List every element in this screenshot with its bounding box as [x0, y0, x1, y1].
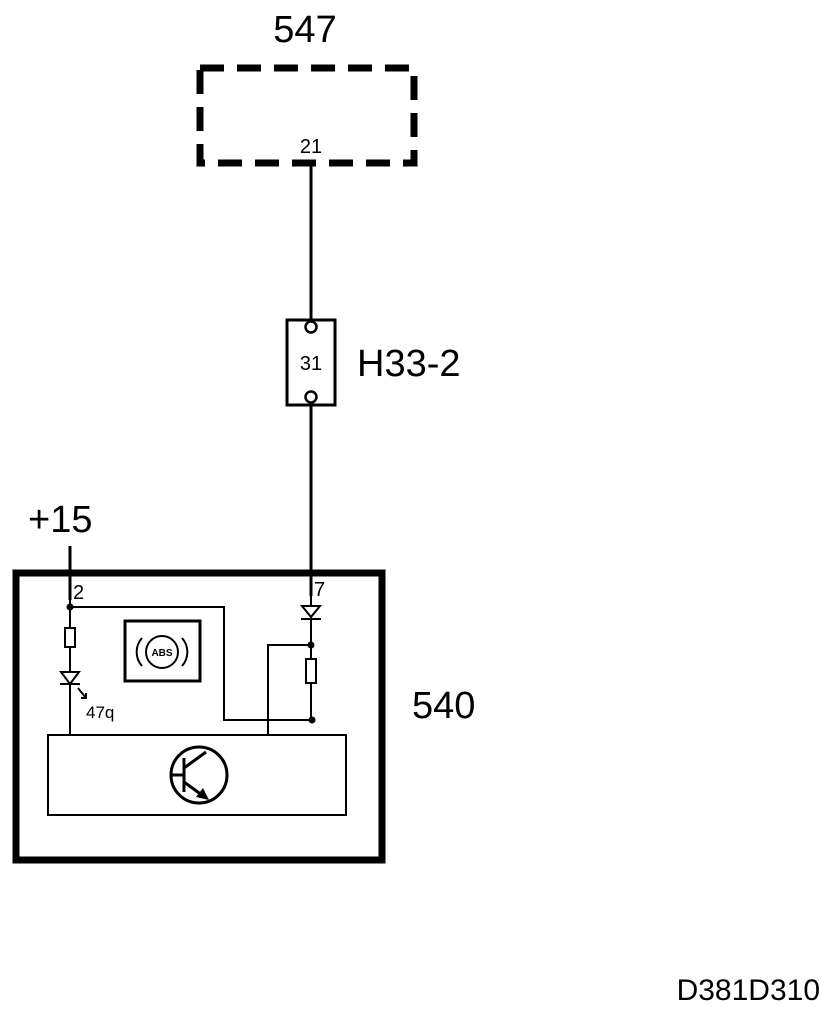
component-540-label: 540 — [412, 685, 475, 727]
abs-warning-icon — [145, 635, 179, 669]
resistor-right — [305, 658, 317, 684]
abs-bracket-right — [181, 637, 189, 667]
resistor-left — [64, 627, 76, 648]
abs-symbol-text: ABS — [151, 648, 172, 659]
transistor-emitter-arrow — [196, 788, 209, 800]
pin-2-label: 2 — [73, 582, 84, 604]
connector-terminal-top — [304, 320, 318, 334]
diode-icon — [299, 605, 323, 619]
component-540-box — [12, 569, 386, 864]
connector-label: H33-2 — [357, 343, 461, 385]
drawing-id: D381D310 — [677, 974, 820, 1007]
lamp-label: 47q — [86, 703, 114, 722]
connector-pin: 31 — [300, 353, 322, 375]
light-arrow-icon — [77, 687, 87, 699]
pin-7-label: 7 — [314, 579, 325, 601]
component-547-box — [196, 64, 418, 167]
component-547-pin: 21 — [300, 136, 322, 158]
led-icon — [59, 671, 81, 686]
abs-bracket-left — [135, 637, 143, 667]
component-547-label: 547 — [273, 9, 336, 51]
light-arrow-head — [81, 693, 87, 699]
transistor-collector — [183, 750, 207, 770]
supply-label: +15 — [28, 499, 92, 541]
junction-dot — [308, 716, 316, 724]
internal-wire — [267, 644, 311, 735]
connector-terminal-bottom — [304, 390, 318, 404]
